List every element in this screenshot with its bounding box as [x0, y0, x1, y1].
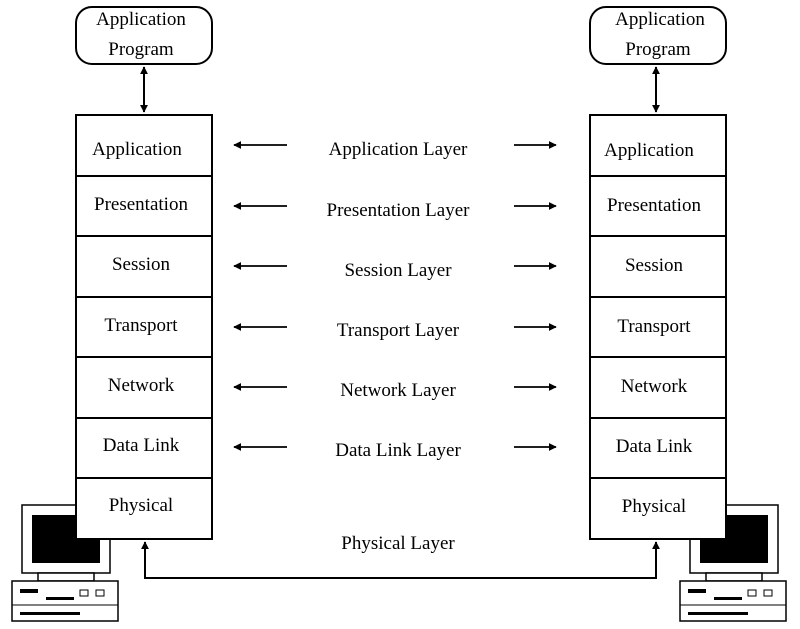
- peer-label-physical: Physical Layer: [341, 533, 455, 554]
- left-stack-frame: [75, 114, 213, 540]
- right-stack: Application Program Application Presenta…: [589, 6, 727, 540]
- peer-label-network: Network Layer: [340, 380, 456, 401]
- peer-arrows: [233, 141, 557, 451]
- right-app-program-line2: Program: [625, 39, 691, 60]
- physical-link-arrow: [141, 541, 660, 579]
- right-layer-network: Network: [621, 376, 688, 397]
- left-layer-application: Application: [92, 139, 182, 160]
- right-layer-application: Application: [604, 140, 694, 161]
- left-app-program-line1: Application: [96, 9, 186, 30]
- peer-labels: Application Layer Presentation Layer Ses…: [327, 139, 471, 554]
- left-layer-network: Network: [108, 375, 175, 396]
- left-layer-presentation: Presentation: [94, 194, 188, 215]
- peer-label-transport: Transport Layer: [337, 320, 460, 341]
- peer-label-data-link: Data Link Layer: [335, 440, 461, 461]
- left-stack: Application Program Application Presenta…: [75, 6, 213, 540]
- right-layer-session: Session: [625, 255, 684, 276]
- left-app-program-line2: Program: [108, 39, 174, 60]
- right-layer-data-link: Data Link: [616, 436, 693, 457]
- right-computer-icon: [679, 504, 787, 622]
- right-layer-transport: Transport: [617, 316, 691, 337]
- left-layer-physical: Physical: [109, 495, 173, 516]
- peer-label-application: Application Layer: [329, 139, 468, 160]
- right-app-program-line1: Application: [615, 9, 705, 30]
- right-app-program-box: [589, 6, 727, 65]
- right-stack-frame: [589, 114, 727, 540]
- left-layer-session: Session: [112, 254, 171, 275]
- right-layer-physical: Physical: [622, 496, 686, 517]
- left-layer-transport: Transport: [104, 315, 178, 336]
- left-app-program-box: [75, 6, 213, 65]
- left-layer-data-link: Data Link: [103, 435, 180, 456]
- peer-label-presentation: Presentation Layer: [327, 200, 471, 221]
- peer-label-session: Session Layer: [344, 260, 452, 281]
- right-layer-presentation: Presentation: [607, 195, 701, 216]
